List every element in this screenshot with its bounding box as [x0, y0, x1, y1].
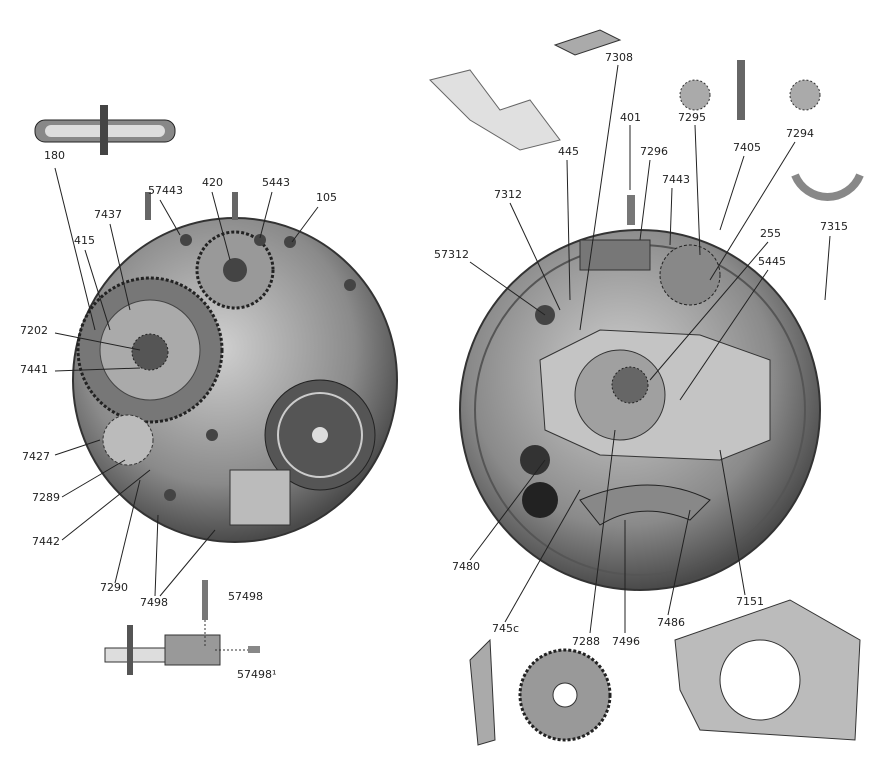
left-movement: [72, 192, 398, 543]
part-label-7437: 7437: [94, 208, 122, 221]
part-label-57498: 57498: [228, 590, 263, 603]
part-label-7496: 7496: [612, 635, 640, 648]
part-label-7202: 7202: [20, 324, 48, 337]
bridge-57498: [104, 580, 260, 675]
part-label-57312: 57312: [434, 248, 469, 261]
part-label-7295: 7295: [678, 111, 706, 124]
part-label-57443: 57443: [148, 184, 183, 197]
part-label-7480: 7480: [452, 560, 480, 573]
part-label-415: 415: [74, 234, 95, 247]
part-label-420: 420: [202, 176, 223, 189]
part-label-7443: 7443: [662, 173, 690, 186]
part-label-7288: 7288: [572, 635, 600, 648]
part-label-7296: 7296: [640, 145, 668, 158]
part-label-57498-1: 57498¹: [237, 668, 277, 681]
right-movement: [459, 229, 821, 591]
leader-lines: [54, 64, 831, 634]
part-label-7427: 7427: [22, 450, 50, 463]
part-label-255: 255: [760, 227, 781, 240]
part-label-105: 105: [316, 191, 337, 204]
part-label-7151: 7151: [736, 595, 764, 608]
part-label-745c: 745c: [492, 622, 520, 635]
part-label-7405: 7405: [733, 141, 761, 154]
part-label-7441: 7441: [20, 363, 48, 376]
part-label-7498: 7498: [140, 596, 168, 609]
part-label-7294: 7294: [786, 127, 814, 140]
part-label-7442: 7442: [32, 535, 60, 548]
part-label-5445: 5445: [758, 255, 786, 268]
part-label-7308: 7308: [605, 51, 633, 64]
part-label-401: 401: [620, 111, 641, 124]
part-label-7312: 7312: [494, 188, 522, 201]
part-label-5443: 5443: [262, 176, 290, 189]
part-label-7486: 7486: [657, 616, 685, 629]
part-label-7289: 7289: [32, 491, 60, 504]
loose-parts: [429, 29, 864, 746]
part-label-7290: 7290: [100, 581, 128, 594]
part-label-180: 180: [44, 149, 65, 162]
part-label-445: 445: [558, 145, 579, 158]
balance-wheel-180: [34, 105, 176, 155]
part-label-7315: 7315: [820, 220, 848, 233]
